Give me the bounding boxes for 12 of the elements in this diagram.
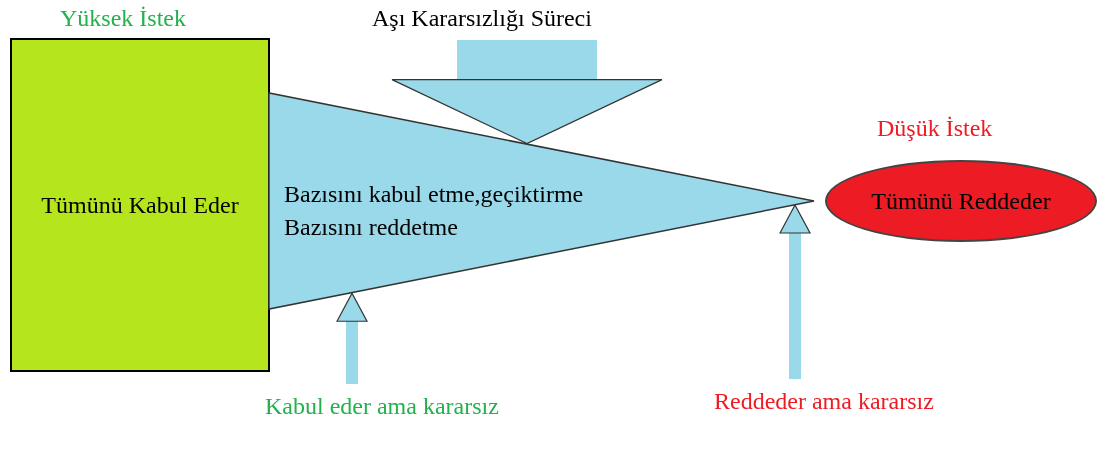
note-text: Reddeder ama kararsız bbox=[714, 387, 935, 416]
title-text: Aşı Kararsızlığı Süreci bbox=[372, 4, 592, 33]
heading-text: Düşük İstek bbox=[877, 114, 993, 143]
triangle-text: Bazısını reddetme bbox=[284, 213, 458, 242]
arrow bbox=[779, 204, 811, 379]
heading-text: Yüksek İstek bbox=[60, 4, 186, 33]
arrow bbox=[391, 40, 663, 145]
triangle-text: Bazısını kabul etme,geçiktirme bbox=[284, 180, 584, 209]
box-text: Tümünü Kabul Eder bbox=[40, 191, 240, 220]
note-text: Kabul eder ama kararsız bbox=[265, 392, 500, 421]
ellipse-text: Tümünü Reddeder bbox=[871, 187, 1051, 216]
arrow bbox=[336, 292, 368, 384]
